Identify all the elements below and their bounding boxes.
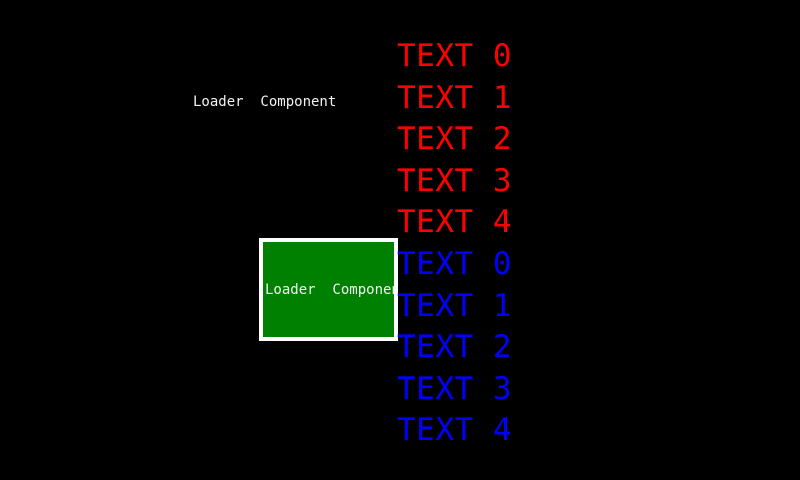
- text-item-blue-2[interactable]: TEXT 2: [397, 329, 512, 366]
- text-item-red-4[interactable]: TEXT 4: [397, 204, 512, 241]
- loader-component-label-plain: Loader Component: [193, 94, 337, 110]
- text-item-red-3[interactable]: TEXT 3: [397, 162, 512, 199]
- loader-component-box-label: Loader Component: [265, 281, 398, 298]
- text-item-red-0[interactable]: TEXT 0: [397, 38, 512, 74]
- loader-component-box[interactable]: Loader Component: [259, 238, 398, 341]
- text-item-blue-3[interactable]: TEXT 3: [397, 370, 512, 407]
- text-item-list: TEXT 0 TEXT 1 TEXT 2 TEXT 3 TEXT 4 TEXT …: [397, 36, 657, 452]
- text-item-blue-4[interactable]: TEXT 4: [397, 412, 512, 449]
- text-item-red-1[interactable]: TEXT 1: [397, 79, 512, 116]
- text-item-red-2[interactable]: TEXT 2: [397, 121, 512, 158]
- text-item-blue-0[interactable]: TEXT 0: [397, 245, 512, 282]
- text-item-blue-1[interactable]: TEXT 1: [397, 287, 512, 324]
